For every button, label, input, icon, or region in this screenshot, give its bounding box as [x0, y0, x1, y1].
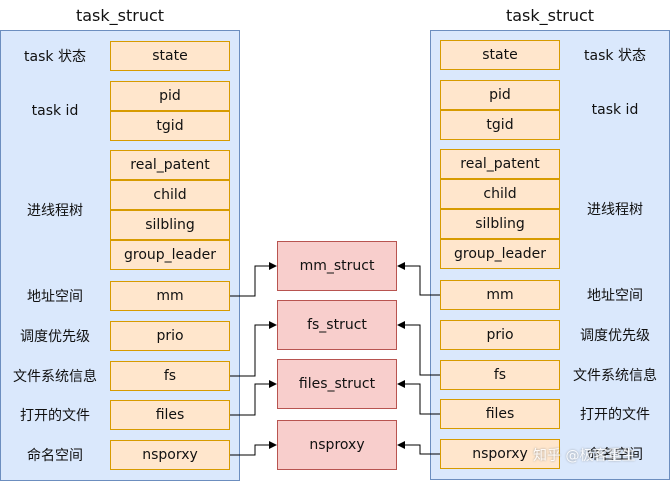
arrow-right-mm [397, 262, 440, 296]
shared-files-struct: files_struct [277, 359, 397, 409]
left-label-process-tree: 进线程树 [27, 203, 83, 219]
shared-nsproxy: nsproxy [277, 420, 397, 470]
right-field-nsporxy: nsporxy [440, 439, 560, 469]
left-field-real-patent: real_patent [110, 150, 230, 180]
right-field-tgid: tgid [440, 110, 560, 140]
shared-fs-struct: fs_struct [277, 300, 397, 350]
arrow-right-nsproxy [397, 441, 440, 455]
left-field-tgid: tgid [110, 111, 230, 141]
right-field-prio: prio [440, 320, 560, 350]
left-label-namespace: 命名空间 [27, 448, 83, 464]
right-label-task-state: task 状态 [584, 48, 646, 64]
left-field-mm: mm [110, 281, 230, 311]
left-field-group-leader: group_leader [110, 240, 230, 270]
left-label-sched-priority: 调度优先级 [20, 329, 90, 345]
shared-mm-struct: mm_struct [277, 241, 397, 291]
left-field-prio: prio [110, 321, 230, 351]
right-label-open-files: 打开的文件 [580, 407, 650, 423]
right-field-state: state [440, 40, 560, 70]
right-field-fs: fs [440, 360, 560, 390]
left-field-silbling: silbling [110, 210, 230, 240]
right-field-group-leader: group_leader [440, 239, 560, 269]
right-field-pid: pid [440, 80, 560, 110]
left-field-files: files [110, 400, 230, 430]
right-field-real-patent: real_patent [440, 149, 560, 179]
left-label-open-files: 打开的文件 [20, 408, 90, 424]
left-label-task-id: task id [31, 103, 79, 119]
right-field-mm: mm [440, 280, 560, 310]
left-task-struct-title: task_struct [75, 6, 165, 25]
right-label-task-id: task id [591, 102, 639, 118]
arrow-right-fs [397, 321, 440, 376]
arrow-right-files [397, 380, 440, 415]
right-label-namespace: 命名空间 [587, 447, 643, 463]
arrow-left-files [230, 380, 277, 416]
right-task-struct-title: task_struct [505, 6, 595, 25]
right-field-silbling: silbling [440, 209, 560, 239]
left-field-fs: fs [110, 361, 230, 391]
left-field-child: child [110, 180, 230, 210]
left-label-address-space: 地址空间 [27, 289, 83, 305]
arrow-left-nsproxy [230, 441, 277, 456]
right-field-child: child [440, 179, 560, 209]
watermark-text: 知乎 @极客重生 [533, 448, 636, 464]
left-label-fs-info: 文件系统信息 [13, 369, 97, 385]
left-field-state: state [110, 41, 230, 71]
right-label-address-space: 地址空间 [587, 288, 643, 304]
right-field-files: files [440, 399, 560, 429]
arrow-left-fs [230, 321, 277, 377]
left-label-task-state: task 状态 [24, 49, 86, 65]
arrow-left-mm [230, 262, 277, 297]
left-field-pid: pid [110, 81, 230, 111]
left-field-nsporxy: nsporxy [110, 440, 230, 470]
right-label-sched-priority: 调度优先级 [580, 328, 650, 344]
right-label-process-tree: 进线程树 [587, 202, 643, 218]
right-label-fs-info: 文件系统信息 [573, 368, 657, 384]
